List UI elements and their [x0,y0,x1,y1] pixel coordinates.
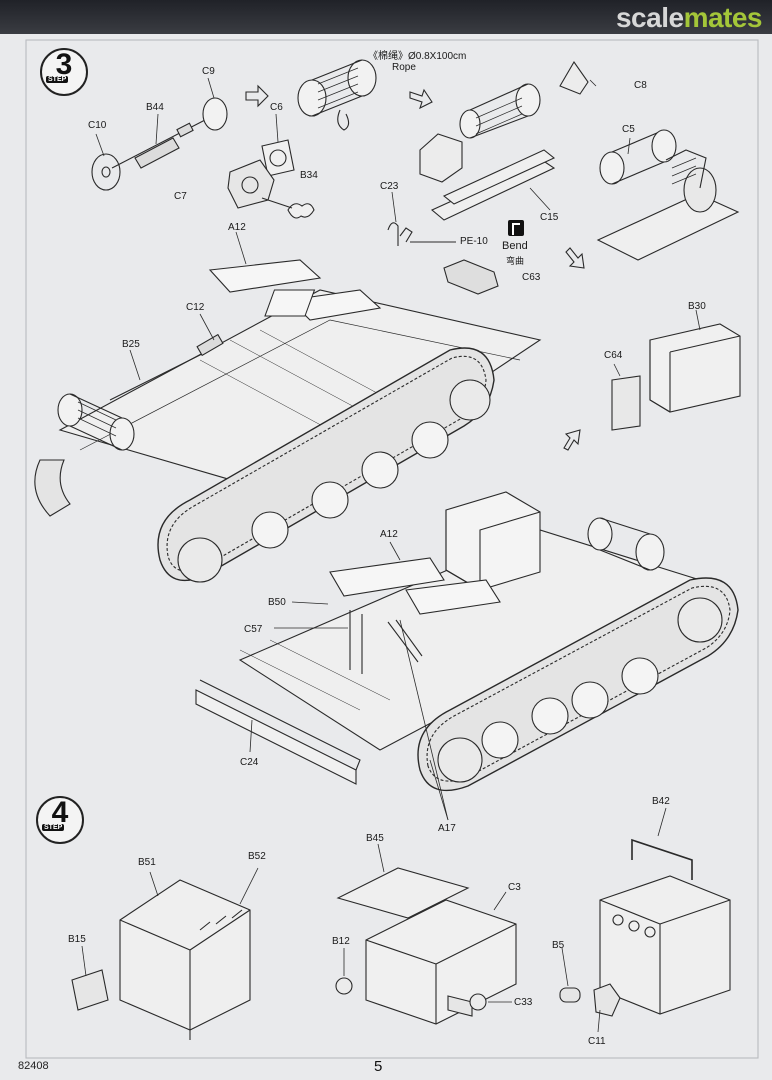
leader-lines [81,77,701,1033]
bend-icon [508,220,524,236]
label-b30: B30 [688,301,706,312]
hull-upper [57,259,542,501]
flow-arrow [563,429,581,451]
label-pe10: PE-10 [460,236,488,247]
part-c24-bumper [195,689,357,785]
label-c63: C63 [522,272,541,283]
flow-arrow [245,84,269,108]
label-b15: B15 [68,934,86,945]
engine-b51-b52 [71,879,251,1040]
label-b52: B52 [248,851,266,862]
label-c23: C23 [380,181,399,192]
label-c9: C9 [202,66,215,77]
part-b44-axle [111,119,206,169]
part-winch-drum-c8-c15 [419,60,589,221]
label-c7: C7 [174,191,187,202]
part-rope-spool [297,59,377,131]
label-c15: C15 [540,212,559,223]
hull-lower [238,491,702,751]
catalog-number: 82408 [18,1060,49,1072]
label-c3: C3 [508,882,521,893]
label-b5: B5 [552,940,565,951]
page-border [25,39,759,1059]
part-b34-nut [287,203,315,219]
label-c24: C24 [240,757,259,768]
engine-b42-c11 [559,838,731,1017]
label-b42: B42 [652,796,670,807]
label-c12: C12 [186,302,205,313]
label-b12: B12 [332,936,350,947]
part-c6-c7-bracket [227,139,295,209]
bend-note-chinese: 弯曲 [506,256,525,266]
hull-lower-track [417,577,739,792]
page-number: 5 [374,1058,383,1075]
label-c11: C11 [588,1036,606,1047]
hull-upper-left-sprocket [34,459,71,517]
label-c57: C57 [244,624,263,635]
scalemates-watermark: scalemates [615,2,763,33]
label-c64: C64 [604,350,623,361]
label-b50: B50 [268,597,286,608]
rope-note-english: Rope [392,62,416,73]
bend-note-english: Bend [502,240,528,252]
rope-note-spec: 《棉绳》Ø0.8X100cm [368,51,467,62]
hull-upper-track [157,347,495,583]
step-4-badge: 4 STEP [36,796,84,844]
part-c23-pe10 [387,222,413,246]
label-b25: B25 [122,339,140,350]
label-a17: A17 [438,823,456,834]
label-a12-upper: A12 [228,222,246,233]
part-c10-disc [91,153,121,191]
step-3-badge: 3 STEP [40,48,88,96]
part-b30-c64-box [611,323,741,431]
top-banner: scalemates [0,0,772,34]
label-c33: C33 [514,997,533,1008]
label-b51: B51 [138,857,156,868]
label-c6: C6 [270,102,283,113]
flow-arrow [565,247,585,269]
part-c63-plate [443,259,499,295]
label-b34: B34 [300,170,318,181]
part-c5-winch-assembly [596,129,740,261]
label-b45: B45 [366,833,384,844]
label-c5: C5 [622,124,635,135]
label-a12-lower: A12 [380,529,398,540]
label-b44: B44 [146,102,164,113]
flow-arrow [409,88,433,110]
part-c9-disc [202,97,228,131]
label-c8: C8 [634,80,647,91]
engine-b45-c3 [335,867,517,1025]
label-c10: C10 [88,120,107,131]
